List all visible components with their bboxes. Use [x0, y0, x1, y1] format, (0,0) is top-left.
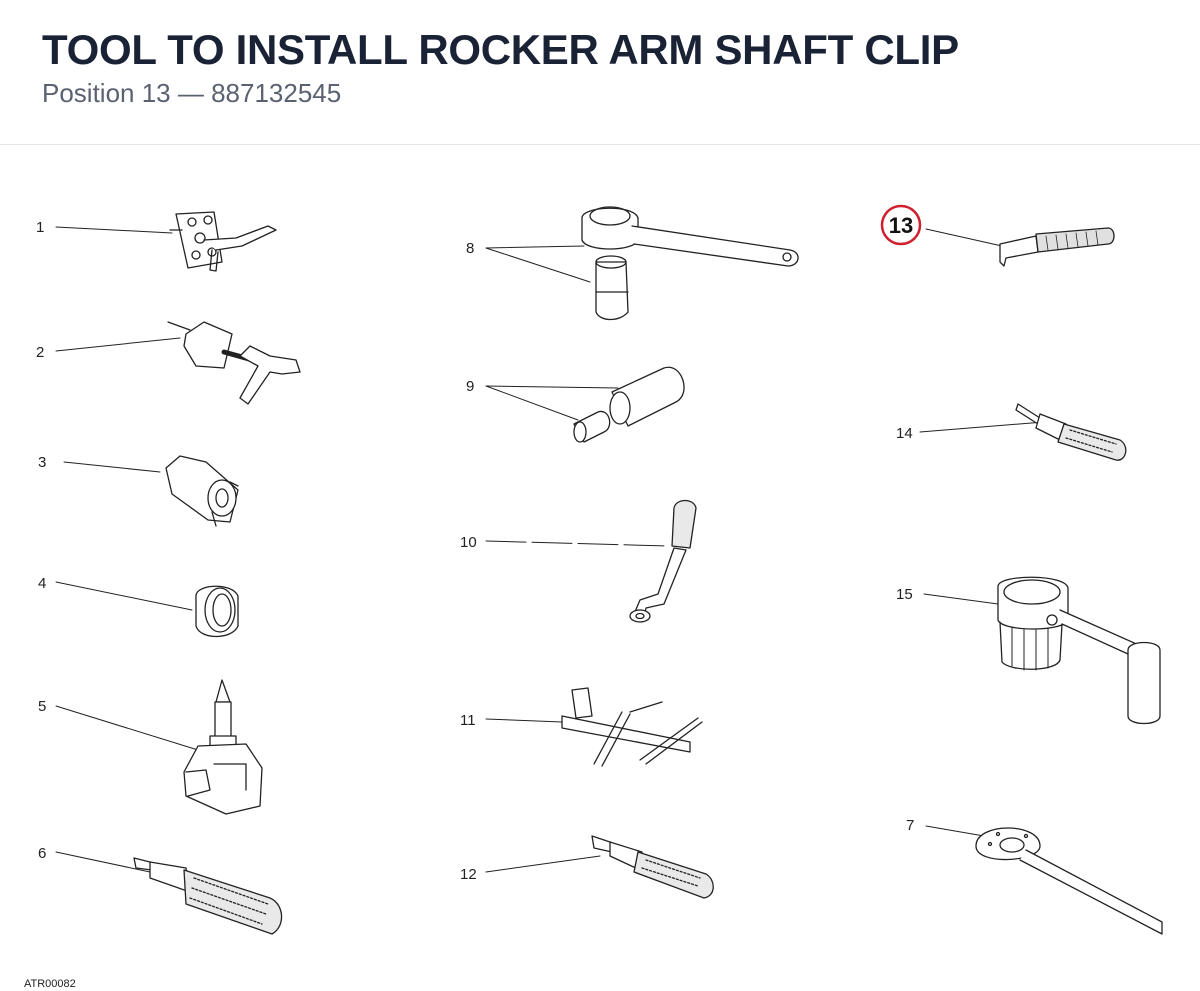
label-6: 6 — [38, 845, 46, 862]
tool-9-drawing — [485, 366, 685, 443]
figure-code: ATR00082 — [24, 978, 76, 990]
tool-14-drawing — [919, 403, 1127, 461]
tool-8-drawing — [485, 206, 799, 321]
label-12: 12 — [460, 866, 477, 883]
label-1: 1 — [36, 219, 44, 236]
tool-7-drawing — [925, 825, 1163, 935]
tool-2-drawing — [55, 321, 301, 405]
tool-11-drawing — [485, 687, 703, 767]
label-11: 11 — [460, 712, 476, 729]
tool-4-drawing — [55, 581, 239, 638]
label-14: 14 — [896, 425, 913, 442]
label-9: 9 — [466, 378, 474, 395]
label-7: 7 — [906, 817, 914, 834]
tool-15-drawing — [923, 576, 1161, 725]
label-13: 13 — [889, 213, 913, 238]
page-title: TOOL TO INSTALL ROCKER ARM SHAFT CLIP — [42, 26, 959, 73]
label-10: 10 — [460, 534, 477, 551]
page-subtitle: Position 13 — 887132545 — [42, 78, 342, 108]
header: TOOL TO INSTALL ROCKER ARM SHAFT CLIP Po… — [0, 0, 1200, 145]
label-2: 2 — [36, 344, 44, 361]
tool-5-drawing — [55, 679, 263, 815]
label-3: 3 — [38, 454, 46, 471]
tool-1-drawing — [55, 211, 277, 272]
label-8: 8 — [466, 240, 474, 257]
label-4: 4 — [38, 575, 46, 592]
label-5: 5 — [38, 698, 46, 715]
tool-6-drawing — [55, 851, 283, 935]
tool-13-drawing — [925, 227, 1115, 267]
highlight-circle-13 — [880, 204, 922, 246]
tool-12-drawing — [485, 835, 714, 899]
tool-10-drawing — [485, 499, 697, 623]
label-15: 15 — [896, 586, 913, 603]
tool-3-drawing — [63, 455, 239, 527]
